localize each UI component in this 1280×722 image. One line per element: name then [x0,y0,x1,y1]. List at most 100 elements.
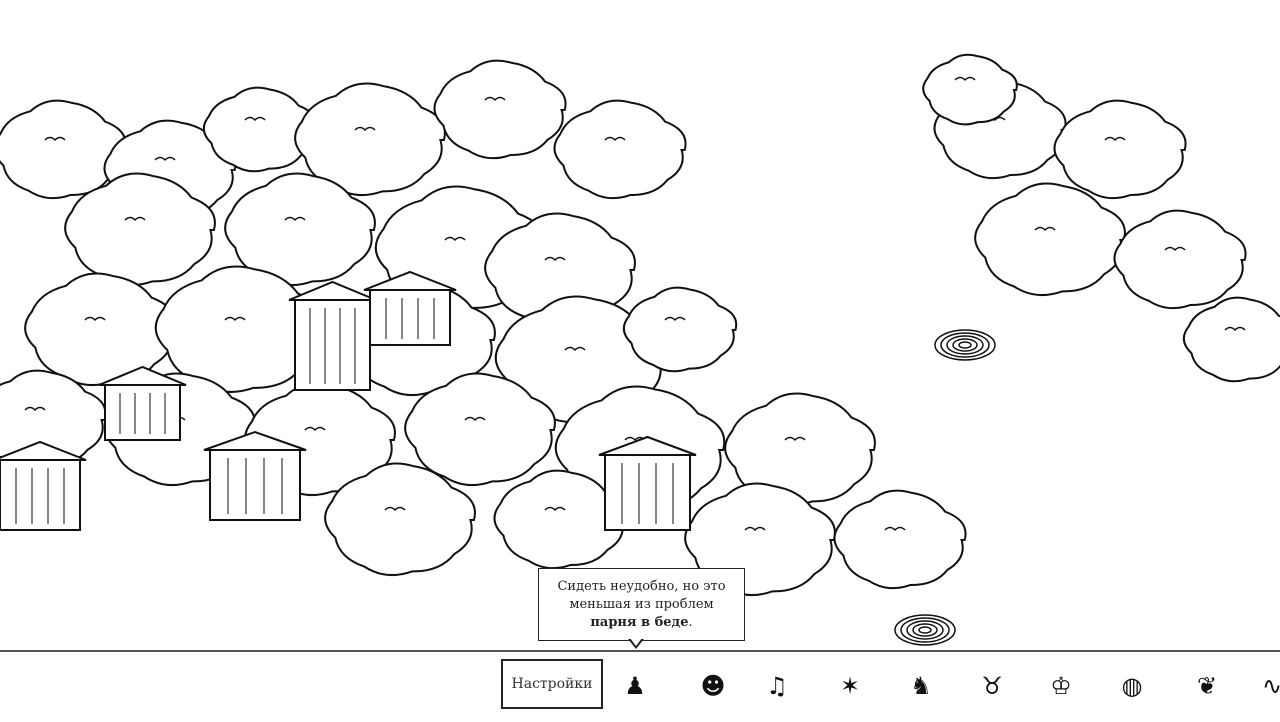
treehouse [209,449,301,521]
stump-ring [918,626,932,634]
leaf-mark [1164,246,1186,252]
tree-canopy [202,86,318,173]
treehouses[interactable] [0,270,697,531]
person-crown-target-icon[interactable]: ♔ [1044,664,1078,704]
tree-canopy [622,286,738,373]
treehouse-roof [98,365,187,386]
leaf-mark [124,216,146,222]
lizard-target-icon[interactable]: ∿ [1255,664,1280,704]
tree-canopy [1053,99,1187,200]
tree-canopy [493,469,627,570]
leaf-mark [744,526,766,532]
tree-canopy [0,99,127,200]
hint-target-name: парня в беде [590,615,689,630]
treehouse-roof [288,280,377,301]
target-bar [0,650,1280,722]
leaf-mark [354,126,376,132]
tree-canopy [922,53,1018,126]
tree-canopy [433,59,567,160]
treehouse [0,459,81,531]
person-lying-target-icon[interactable]: ☻ [696,664,730,704]
leaf-mark [544,256,566,262]
tree-canopy [553,99,687,200]
leaf-mark [444,236,466,242]
svg-text:✶: ✶ [840,672,860,700]
leaf-mark [484,96,506,102]
tree-canopy [974,182,1126,297]
tree-canopy [24,272,176,387]
treehouse-roof [598,435,697,456]
leaf-mark [954,76,976,82]
tree-stumps [894,329,996,646]
leaf-mark [1034,226,1056,232]
leaf-mark [604,136,626,142]
svg-text:◍: ◍ [1122,672,1143,700]
settings-button[interactable]: Настройки [501,659,603,709]
svg-text:♉: ♉ [981,672,1003,700]
svg-text:♟: ♟ [624,672,646,700]
svg-text:❦: ❦ [1197,672,1217,700]
bear-target-icon[interactable]: ♉ [975,664,1009,704]
svg-text:∿: ∿ [1262,672,1280,700]
stump-ring [952,338,978,352]
leaf-mark [544,506,566,512]
stump-ring [934,329,996,361]
treehouse [294,299,371,391]
stump-ring [912,623,938,637]
leaf-mark [154,156,176,162]
tree-canopy [324,462,476,577]
stump-ring [894,614,956,646]
stump-ring [946,335,984,355]
treehouse [369,289,451,346]
hint-line-1: Сидеть неудобно, но это [557,579,726,594]
stump-ring [900,617,950,643]
leaf-mark [244,116,266,122]
leaf-mark [24,406,46,412]
tree-canopy [684,482,836,597]
treehouse-roof [203,430,307,451]
leaf-mark [884,526,906,532]
leaf-mark [44,136,66,142]
basket-target-icon[interactable]: ◍ [1115,664,1149,704]
stump-ring [940,332,990,358]
stump-ring [958,341,972,349]
treehouse-roof [0,440,87,461]
hint-tooltip: Сидеть неудобно, но это меньшая из пробл… [538,568,745,641]
treehouse-roof [363,270,457,291]
tree-canopy [224,172,376,287]
leaf-mark [304,426,326,432]
leaf-mark [1224,326,1246,332]
treehouse [104,384,181,441]
svg-text:♫: ♫ [766,672,788,700]
bird-person-target-icon[interactable]: ♞ [904,664,938,704]
tree-canopy [1113,209,1247,310]
leaf-mark [464,416,486,422]
leaf-mark [564,346,586,352]
game-scene[interactable] [0,0,1280,651]
tooltip-pointer [628,638,644,649]
leaf-mark [384,506,406,512]
treehouse [604,454,691,531]
stump-ring [906,620,944,640]
tree-canopy [294,82,446,197]
leaf-mark [784,436,806,442]
hint-line-2: меньшая из проблем [569,597,714,612]
person-sitting-target-icon[interactable]: ♟ [618,664,652,704]
leaf-mark [664,316,686,322]
tree-canopy [154,265,326,393]
leaf-mark [1104,136,1126,142]
leaf-mark [224,316,246,322]
guitar-player-target-icon[interactable]: ♫ [760,664,794,704]
tree-canopy [404,372,556,487]
leaf-mark [84,316,106,322]
tree-canopy [64,172,216,287]
small-bird-target-icon[interactable]: ❦ [1190,664,1224,704]
tree-canopy [833,489,967,590]
dancing-person-target-icon[interactable]: ✶ [833,664,867,704]
svg-text:☻: ☻ [700,672,725,700]
hint-end: . [688,615,693,630]
leaf-mark [284,216,306,222]
tree-canopy [724,392,876,507]
svg-text:♞: ♞ [910,672,932,700]
tree-canopy [1182,296,1280,383]
